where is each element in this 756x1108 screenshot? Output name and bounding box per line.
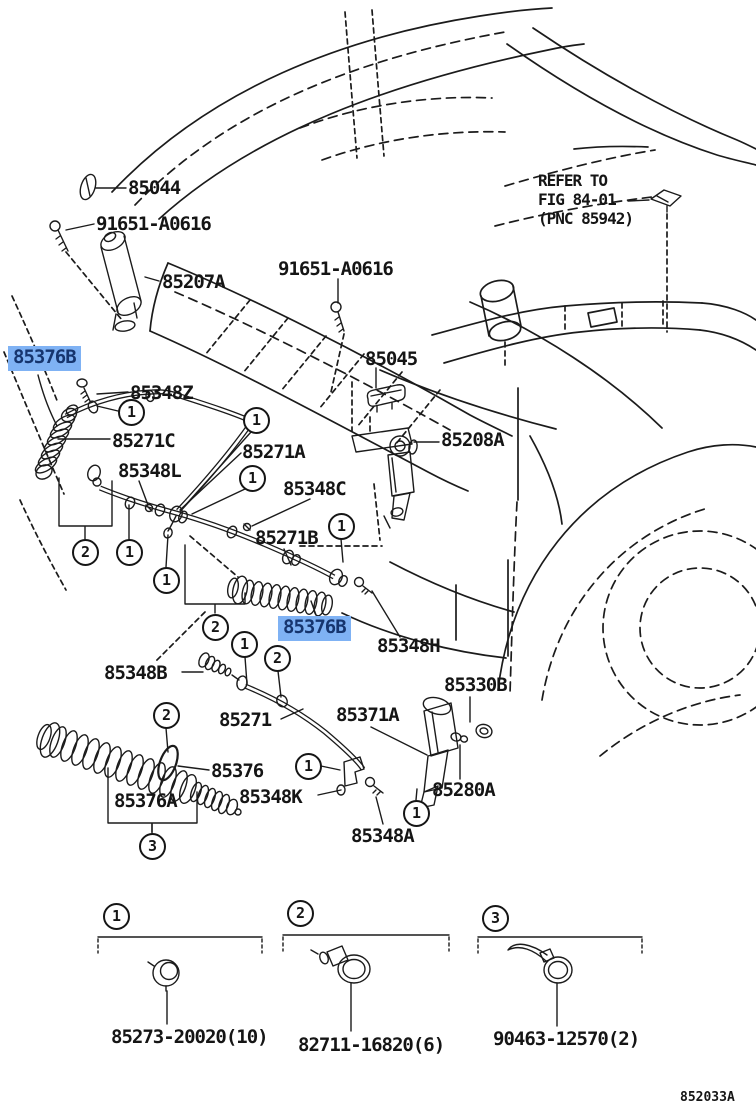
part-label-85208a[interactable]: 85208A [441,429,505,451]
part-label-85348k[interactable]: 85348K [239,786,303,808]
callout-circle: 1 [152,566,180,594]
part-label-85376[interactable]: 85376 [211,760,264,782]
part-label-85280a[interactable]: 85280A [432,779,496,801]
coiled-hose-85376a-icon [36,722,242,816]
leader-lines [37,187,650,834]
legend-callout-1: 1 [102,902,130,930]
coiled-hose-85376b-left-icon [34,404,102,487]
grommet-85348b-icon [198,652,240,681]
callout-circle: 2 [201,613,229,641]
callout-circle: 1 [402,799,430,827]
part-label-85348c[interactable]: 85348C [283,478,347,500]
callout-circle: 2 [263,644,291,672]
legend-part-number-3[interactable]: 90463-12570(2) [493,1028,640,1050]
cable-tie-90463-icon [507,943,573,1027]
callout-circle: 1 [115,538,143,566]
hose-clamp-82711-icon [310,945,371,1032]
bolt-85348z-icon [76,378,91,403]
part-label-85045[interactable]: 85045 [365,348,418,370]
callout-circle: 1 [294,752,322,780]
figure-code: 852033A [680,1090,735,1105]
nozzle-85044-icon [79,173,97,201]
callout-circle: 1 [238,464,266,492]
elbow-85348k-icon [336,756,365,796]
part-label-85348b[interactable]: 85348B [104,662,168,684]
callout-circle: 1 [117,398,145,426]
refer-note: REFER TO FIG 84-01 (PNC 85942) [538,171,634,228]
pump-85208a-icon [351,427,418,529]
grommet-85330b-icon [475,723,493,739]
part-label-85271[interactable]: 85271 [219,709,272,731]
part-label-85271c[interactable]: 85271C [112,430,176,452]
reservoir-85207a-icon [100,230,142,332]
callout-circle: 2 [152,701,180,729]
legend-part-number-1[interactable]: 85273-20020(10) [111,1026,269,1048]
part-label-91651-a0616-2[interactable]: 91651-A0616 [278,258,394,280]
bolt-91651-top-icon [49,220,69,252]
legend-brackets [97,934,643,954]
part-label-85271a[interactable]: 85271A [242,441,306,463]
legend-callout-2: 2 [286,899,314,927]
refer-note-line-3: (PNC 85942) [538,209,634,228]
clamp-85273-icon [147,959,180,1025]
part-label-85376a[interactable]: 85376A [114,790,178,812]
coiled-hose-85376b-middle-icon [226,575,334,617]
part-label-85207a[interactable]: 85207A [162,271,226,293]
clip-85942-icon [650,189,682,213]
part-label-85271b[interactable]: 85271B [255,527,319,549]
part-label-85371a[interactable]: 85371A [336,704,400,726]
callout-circle: 1 [230,630,258,658]
bolt-85348a-icon [364,776,384,796]
nozzle-85045-icon [366,384,406,413]
legend-callout-3: 3 [481,904,509,932]
bolt-91651-mid-icon [330,301,345,333]
car-body-outline [3,7,756,757]
part-label-85330b[interactable]: 85330B [444,674,508,696]
legend-part-number-2[interactable]: 82711-16820(6) [298,1034,445,1056]
callout-circle: 3 [138,832,166,860]
callout-circle: 1 [242,406,270,434]
part-label-85348h[interactable]: 85348H [377,635,441,657]
part-label-85348l[interactable]: 85348L [118,460,182,482]
washer-hoses [64,389,366,771]
refer-note-line-2: FIG 84-01 [538,190,617,209]
part-label-85376b-1-highlighted[interactable]: 85376B [8,346,81,371]
callout-circle: 1 [327,512,355,540]
part-label-85376b-2-highlighted[interactable]: 85376B [278,616,351,641]
part-label-91651-a0616-1[interactable]: 91651-A0616 [96,213,212,235]
refer-note-line-1: REFER TO [538,171,608,190]
part-label-85044[interactable]: 85044 [128,177,181,199]
part-label-85348a[interactable]: 85348A [351,825,415,847]
callout-circle: 2 [71,538,99,566]
hose-clamps-and-fittings [87,389,373,708]
part-label-85348z[interactable]: 85348Z [130,382,194,404]
